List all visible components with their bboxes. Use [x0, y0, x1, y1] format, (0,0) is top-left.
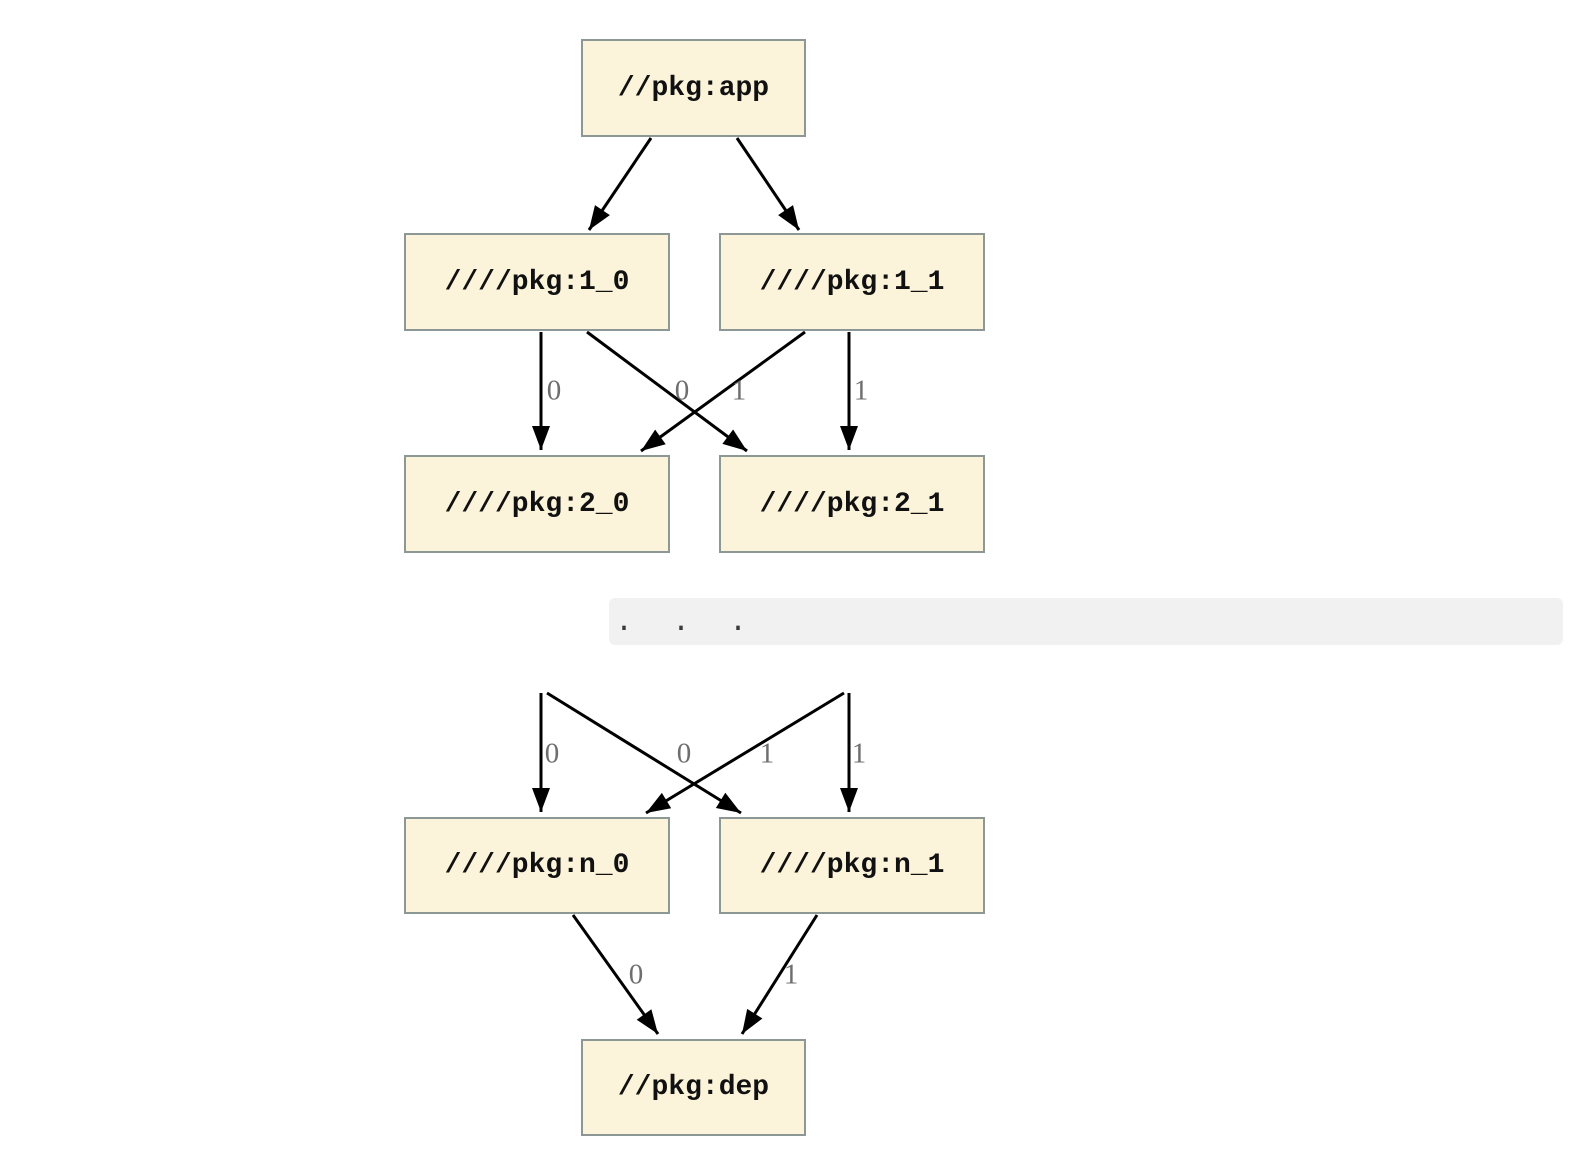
- edge-n_0-to-dep: [571, 914, 660, 1035]
- edge-1_0-to-2_1: [586, 330, 748, 453]
- edge-app-to-1_1: [735, 137, 801, 231]
- ellipsis-text: . . .: [615, 606, 749, 640]
- edge-ellipsis-to-n_0: [645, 691, 845, 815]
- edge-ellipsis-to-n_1: [546, 691, 742, 815]
- edge-app-to-1_0: [587, 137, 653, 231]
- edge-n_1-to-dep: [740, 914, 819, 1035]
- edge-1_1-to-2_0: [640, 330, 806, 453]
- ellipsis-code-band: . . .: [609, 598, 1563, 645]
